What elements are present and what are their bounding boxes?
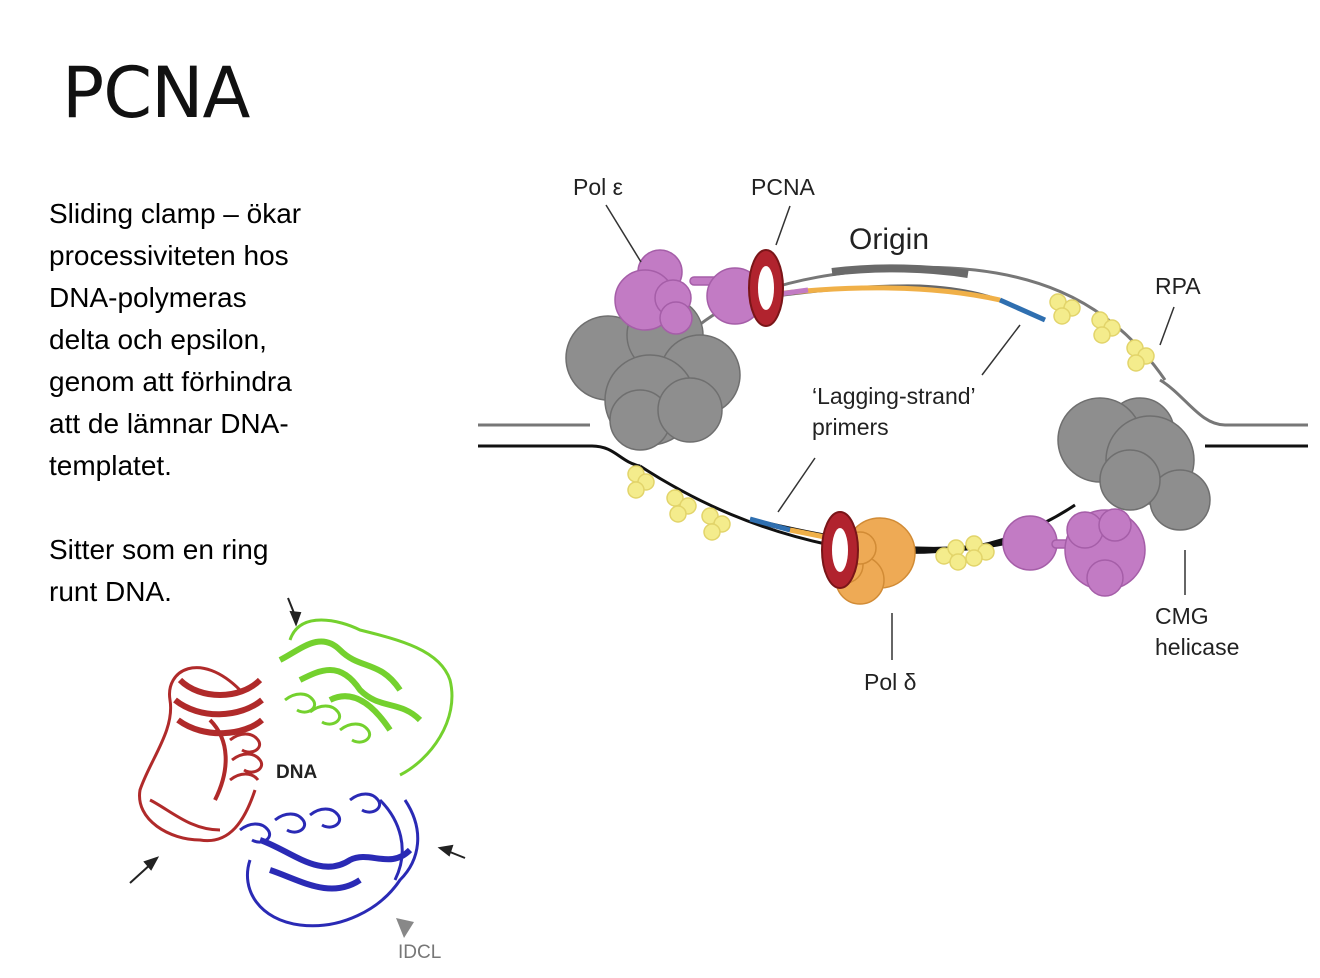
label-pcna: PCNA — [751, 174, 816, 200]
label-pol-delta: Pol δ — [864, 669, 916, 695]
label-pol-epsilon: Pol ε — [573, 174, 623, 200]
cmg-helicase-right — [1057, 397, 1211, 531]
pcna-trimer-structure: DNA IDCL — [129, 597, 466, 963]
lagging-rna-bottom — [789, 527, 826, 540]
description-line: genom att förhindra — [49, 366, 292, 397]
description-line: Sliding clamp – ökar — [49, 198, 302, 229]
leader-pol-epsilon — [605, 204, 642, 263]
parental-dna-bottom — [478, 444, 641, 468]
ring-description-line: runt DNA. — [49, 576, 172, 607]
description-line: delta och epsilon, — [49, 324, 267, 355]
label-lagging-strand: ‘Lagging-strand’ — [812, 383, 976, 409]
label-rpa: RPA — [1155, 273, 1201, 299]
description-line: DNA-polymeras — [49, 282, 247, 313]
lagging-primer-top — [998, 297, 1047, 323]
lagging-primer-bottom — [749, 516, 791, 533]
body-text: Sliding clamp – ökar processiviteten hos… — [49, 193, 349, 613]
slide-title: PCNA — [62, 52, 250, 134]
description-line: att de lämnar DNA- — [49, 408, 289, 439]
label-cmg: CMG — [1155, 603, 1209, 629]
pol-complex-right — [1002, 508, 1146, 597]
idcl-arrowhead — [396, 918, 414, 938]
pcna-ring-top — [748, 249, 784, 327]
subunit-red — [138, 666, 264, 843]
pcna-ring-bottom — [821, 511, 859, 589]
label-dna: DNA — [276, 762, 317, 783]
description-line: templatet. — [49, 450, 172, 481]
ring-description-line: Sitter som en ring — [49, 534, 269, 565]
subunit-green — [278, 618, 454, 777]
description-line: processiviteten hos — [49, 240, 289, 271]
leader-pcna — [775, 205, 791, 246]
pol-epsilon — [614, 249, 764, 335]
label-idcl: IDCL — [398, 942, 441, 963]
origin-bar — [831, 264, 969, 278]
leader-lagging-bottom — [777, 457, 816, 513]
rpa-cluster — [627, 293, 1155, 571]
label-primers: primers — [812, 414, 889, 440]
label-helicase: helicase — [1155, 634, 1239, 660]
label-origin: Origin — [849, 223, 929, 256]
arrow-markers — [129, 597, 466, 884]
parental-dna-right-top — [1159, 378, 1308, 427]
subunit-blue — [239, 792, 420, 928]
leader-rpa — [1159, 306, 1175, 346]
leader-lagging-top — [981, 324, 1021, 376]
